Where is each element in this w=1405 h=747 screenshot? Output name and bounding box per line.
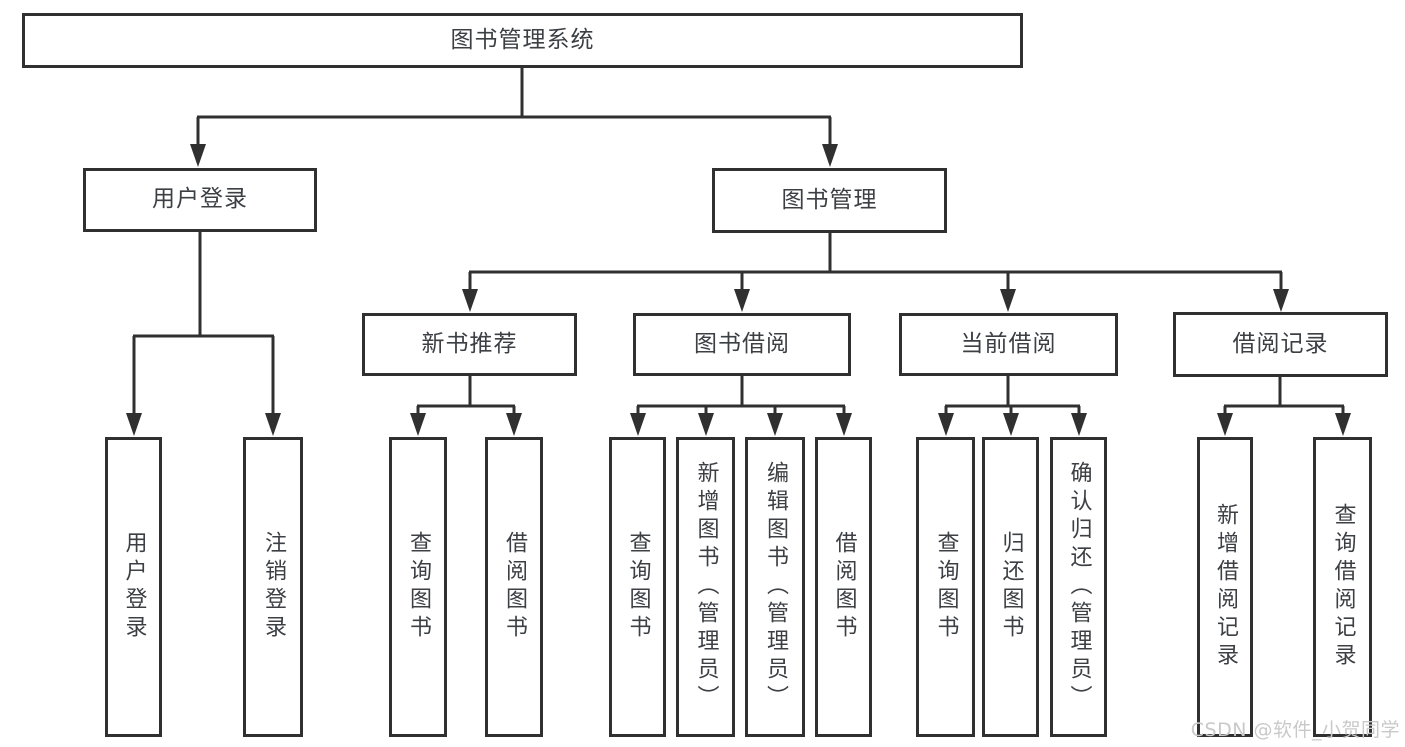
leaf-borrow-add-books-admin: 新增图书（管理员） [676,437,735,737]
connector-lines [132,68,1345,419]
csdn-watermark: CSDN @软件_小贺同学 [1190,719,1400,741]
leaf-borrow-edit-books-admin: 编辑图书（管理员） [745,437,805,737]
leaf-current-query-books: 查询图书 [916,437,975,737]
node-book-borrow: 图书借阅 [633,313,851,376]
leaf-recommend-query-books: 查询图书 [389,437,447,737]
leaf-logout-login: 注销登录 [243,437,303,737]
leaf-borrow-borrow-books: 借阅图书 [815,437,872,737]
leaf-records-query-record: 查询借阅记录 [1313,437,1372,737]
node-user-login: 用户登录 [83,168,317,232]
node-current-borrow: 当前借阅 [899,313,1118,376]
node-borrow-records: 借阅记录 [1173,312,1388,377]
node-root: 图书管理系统 [22,13,1023,68]
leaf-recommend-borrow-books: 借阅图书 [485,437,543,737]
leaf-records-add-record: 新增借阅记录 [1197,437,1253,737]
leaf-user-login: 用户登录 [105,437,162,737]
node-book-management: 图书管理 [712,168,947,233]
leaf-current-return-books: 归还图书 [982,437,1039,737]
leaf-borrow-query-books: 查询图书 [609,437,666,737]
leaf-current-confirm-return-admin: 确认归还（管理员） [1050,437,1107,737]
node-new-book-recommend: 新书推荐 [362,313,577,376]
connector-arrowheads [126,144,1351,436]
